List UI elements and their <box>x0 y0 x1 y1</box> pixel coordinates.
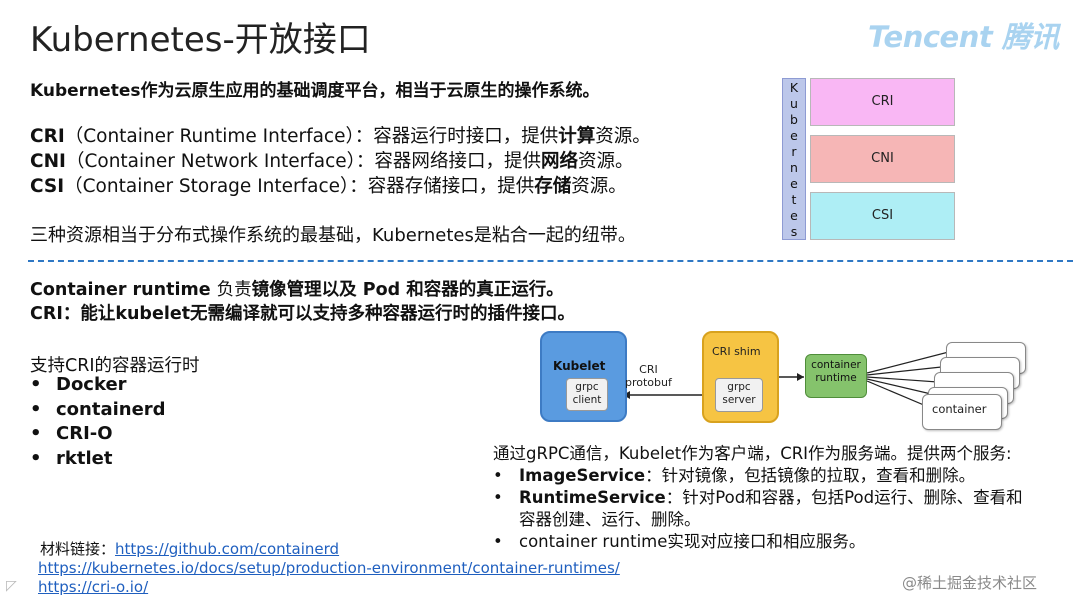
runtime-name: rktlet <box>56 447 113 469</box>
kubernetes-letter: e <box>790 128 798 143</box>
runtime-name: CRI-O <box>56 423 113 444</box>
grpc-server-line-2: server <box>722 394 756 406</box>
tencent-logo: Tencent 腾讯 <box>868 20 1059 54</box>
service-desc: ：针对Pod和容器，包括Pod运行、删除、查看和 <box>665 488 1023 507</box>
runtime-subject: Container runtime <box>30 280 217 300</box>
slide-corner-icon: ◸ <box>6 578 17 594</box>
kubernetes-letter: s <box>790 224 798 239</box>
layer-cri: CRI <box>810 78 955 126</box>
grpc-client-line-2: client <box>572 394 602 406</box>
link-row: 材料链接：https://github.com/containerd <box>40 540 620 559</box>
interface-resource: 存储 <box>534 176 572 197</box>
interface-resource: 网络 <box>540 151 578 172</box>
interface-resource: 计算 <box>558 126 596 147</box>
kubelet-box: Kubelet grpc client <box>540 331 627 422</box>
supported-list: •Docker •containerd •CRI-O •rktlet <box>30 374 166 472</box>
interface-desc: （Container Storage Interface）：容器存储接口，提供 <box>64 176 535 197</box>
interface-tail: 资源。 <box>577 151 634 172</box>
runtime-verb: 负责 <box>216 280 252 300</box>
service-runtime: •RuntimeService：针对Pod和容器，包括Pod运行、删除、查看和 <box>493 488 1023 507</box>
service-last-text: container runtime实现对应接口和相应服务。 <box>519 532 866 551</box>
kubernetes-letter: e <box>790 176 798 191</box>
runtime-name: Docker <box>56 374 127 395</box>
container-runtime-line-1: container <box>811 359 861 371</box>
container-box <box>922 394 1002 430</box>
interface-abbr: CSI <box>30 176 65 197</box>
service-last: •container runtime实现对应接口和相应服务。 <box>493 532 866 551</box>
grpc-client-box: grpc client <box>566 378 608 411</box>
runtime-name: containerd <box>56 398 166 420</box>
kubernetes-letter: n <box>790 160 798 175</box>
intro-text: Kubernetes作为云原生应用的基础调度平台，相当于云原生的操作系统。 <box>30 81 600 101</box>
kubernetes-letter: e <box>790 208 798 223</box>
list-item: •Docker <box>30 374 127 395</box>
interface-tail: 资源。 <box>571 176 627 197</box>
service-runtime-cont: 容器创建、运行、删除。 <box>519 510 701 529</box>
summary-text: 三种资源相当于分布式操作系统的最基础，Kubernetes是粘合一起的纽带。 <box>30 225 636 246</box>
link-crio[interactable]: https://cri-o.io/ <box>38 578 149 596</box>
page-title: Kubernetes-开放接口 <box>30 20 371 60</box>
interface-tail: 资源。 <box>595 126 651 147</box>
protocol-line-2: protobuf <box>625 376 672 389</box>
grpc-server-box: grpc server <box>715 378 763 412</box>
interface-abbr: CNI <box>30 151 66 172</box>
reference-links: 材料链接：https://github.com/containerd https… <box>38 540 620 597</box>
services-intro: 通过gRPC通信，Kubelet作为客户端，CRI作为服务端。提供两个服务: <box>493 444 1012 463</box>
interface-abbr: CRI <box>30 126 65 147</box>
grpc-server-line-1: grpc <box>727 381 751 393</box>
kubernetes-letter: K <box>789 80 799 95</box>
runtime-line-2: CRI：能让kubelet无需编译就可以支持多种容器运行时的插件接口。 <box>30 304 576 324</box>
cri-shim-label: CRI shim <box>712 345 761 358</box>
interface-cni: CNI（Container Network Interface）：容器网络接口，… <box>30 147 633 173</box>
link-row: https://cri-o.io/ <box>38 578 620 597</box>
layer-cni: CNI <box>810 135 955 183</box>
interface-csi: CSI（Container Storage Interface）：容器存储接口，… <box>30 172 627 198</box>
service-image: •ImageService：针对镜像，包括镜像的拉取，查看和删除。 <box>493 466 976 485</box>
runtime-line-1: Container runtime 负责镜像管理以及 Pod 和容器的真正运行。 <box>30 276 564 301</box>
link-containerd[interactable]: https://github.com/containerd <box>115 540 340 558</box>
interface-desc: （Container Network Interface）：容器网络接口，提供 <box>65 151 541 172</box>
container-label: container <box>932 402 987 416</box>
layer-csi: CSI <box>810 192 955 240</box>
interface-desc: （Container Runtime Interface）：容器运行时接口，提供 <box>64 126 559 147</box>
container-runtime-box: container runtime <box>805 354 867 398</box>
service-name: ImageService <box>519 466 646 485</box>
watermark: @稀土掘金技术社区 <box>902 574 1038 592</box>
grpc-client-line-1: grpc <box>575 381 599 393</box>
service-name: RuntimeService <box>519 488 666 507</box>
list-item: •CRI-O <box>30 423 113 444</box>
links-label: 材料链接： <box>40 540 116 558</box>
service-desc: ：针对镜像，包括镜像的拉取，查看和删除。 <box>645 466 976 485</box>
protocol-label: CRI protobuf <box>625 363 672 389</box>
link-kubernetes-runtimes[interactable]: https://kubernetes.io/docs/setup/product… <box>38 559 620 577</box>
section-divider <box>28 260 1073 262</box>
kubernetes-letter: u <box>790 96 798 111</box>
kubernetes-letter: b <box>790 112 798 127</box>
list-item: •containerd <box>30 398 166 420</box>
kubelet-label: Kubelet <box>553 359 606 373</box>
kubernetes-letter: r <box>791 144 797 159</box>
supported-title: 支持CRI的容器运行时 <box>30 356 200 376</box>
runtime-object: 镜像管理以及 Pod 和容器的真正运行。 <box>251 280 564 300</box>
cri-shim-box: CRI shim grpc server <box>702 331 779 423</box>
container-runtime-line-2: runtime <box>815 372 857 384</box>
interface-cri: CRI（Container Runtime Interface）：容器运行时接口… <box>30 122 651 148</box>
kubernetes-letter: t <box>791 192 797 207</box>
list-item: •rktlet <box>30 447 113 469</box>
link-row: https://kubernetes.io/docs/setup/product… <box>38 559 620 578</box>
protocol-line-1: CRI <box>639 363 658 376</box>
